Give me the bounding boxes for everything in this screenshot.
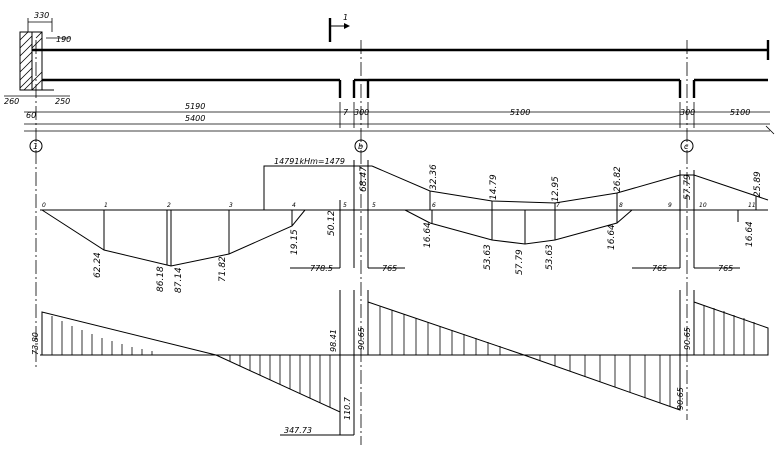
moment-value: 50.12 [327,210,337,236]
moment-value: 32.36 [429,164,439,190]
pos-moment-label-2: 765 [382,264,397,273]
shear-value: 110.7 [343,396,352,420]
dim-260: 260 [4,97,19,106]
point-labels: 0 1 2 3 4 5 5 6 7 8 9 10 11 [42,202,756,209]
moment-value: 53.63 [545,244,555,270]
moment-value: 16.64 [423,222,433,248]
point-label: 9 [668,202,672,209]
axis-label-b: b [358,142,363,151]
moment-value: 68.47 [359,166,369,192]
moment-value: 16.64 [745,221,755,247]
point-label: 8 [619,202,623,209]
moment-value: 19.15 [290,229,300,255]
moment-value: 25.89 [753,171,763,197]
point-label: 5 [372,202,376,209]
section-mark-label: 1 [343,13,348,22]
shear-value: 90.65 [683,327,692,350]
dim-span2: 5100 [510,108,530,117]
moment-value: 62.24 [93,252,103,278]
point-label: 4 [292,202,296,209]
point-label: 0 [42,202,46,209]
dim-support-b: 300 [354,108,369,117]
shear-value: 90.65 [357,327,366,350]
moment-value: 57.79 [683,174,693,200]
pos-moment-label-4: 765 [718,264,733,273]
dim-190: 190 [56,35,71,44]
shear-values: 73.80 98.41 90.65 110.7 90.65 90.65 347.… [31,327,692,435]
point-label: 5 [343,202,347,209]
point-label: 6 [432,202,436,209]
dim-60: 60 [26,111,36,120]
moment-value: 14.79 [489,174,499,200]
point-label: 1 [104,202,108,209]
shear-value: 98.41 [329,329,338,352]
moment-value: 16.64 [607,224,617,250]
dim-250: 250 [55,97,70,106]
max-moment-label: 14791kHm=1479 [274,157,345,166]
point-label: 10 [699,202,707,209]
dimension-lines [24,102,775,135]
dim-span3: 5100 [730,108,750,117]
moment-values: 62.24 86.18 87.14 71.82 19.15 50.12 68.4… [93,157,763,293]
shear-value: 73.80 [31,332,40,355]
moment-value: 86.18 [156,266,166,292]
moment-value: 12.95 [551,176,561,202]
dim-span1: 5190 [185,102,205,111]
dim-span1-total: 5400 [185,114,205,123]
shear-diagram [40,290,769,436]
dim-330: 330 [34,11,49,20]
moment-value: 71.82 [218,256,228,282]
axis-label-1: 1 [33,142,38,151]
point-label: 2 [167,202,171,209]
pos-moment-label-1: 778.5 [310,264,333,273]
point-label: 11 [748,202,756,209]
max-shear-label: 347.73 [284,426,312,435]
axis-lines [29,40,694,445]
section-mark: 1 [328,13,350,42]
shear-value: 90.65 [676,387,685,410]
dim-support-gap: 7 [343,108,349,117]
dim-support-c: 300 [680,108,695,117]
moment-diagram [40,160,769,269]
pos-moment-label-3: 765 [652,264,667,273]
slab-outline [32,40,770,98]
axis-label-c: c [684,142,689,151]
point-label: 3 [229,202,233,209]
moment-value: 87.14 [174,267,184,293]
left-wall [19,31,54,91]
moment-value: 53.63 [483,244,493,270]
moment-value: 57.79 [515,249,525,275]
wall-hatch [19,31,43,91]
point-label: 7 [556,202,560,209]
moment-value: 26.82 [613,166,623,192]
